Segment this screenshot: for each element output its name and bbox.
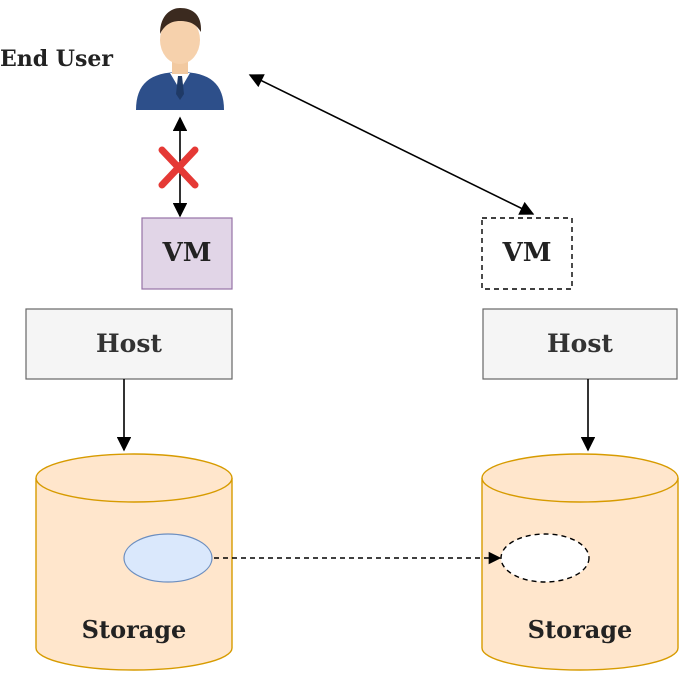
storage-source-cylinder bbox=[35, 453, 233, 671]
host-target-box bbox=[482, 308, 678, 380]
vm-source-label: VM bbox=[162, 238, 212, 268]
user-avatar-icon bbox=[136, 8, 224, 110]
vm-source-box bbox=[141, 217, 233, 290]
vm-target-label: VM bbox=[502, 238, 552, 268]
storage-target-label: Storage bbox=[527, 615, 633, 644]
host-source-label: Host bbox=[96, 329, 162, 358]
host-source-box bbox=[25, 308, 233, 380]
vm-disk-target bbox=[500, 533, 590, 583]
host-target-label: Host bbox=[547, 329, 613, 358]
end-user-label: End User bbox=[0, 46, 113, 72]
vm-target-box bbox=[481, 217, 573, 290]
user-to-vm-target-link bbox=[248, 74, 535, 215]
red-x-icon bbox=[158, 146, 199, 189]
vm-disk-source bbox=[123, 533, 213, 583]
storage-source-label: Storage bbox=[81, 615, 187, 644]
storage-target-cylinder bbox=[481, 453, 679, 671]
